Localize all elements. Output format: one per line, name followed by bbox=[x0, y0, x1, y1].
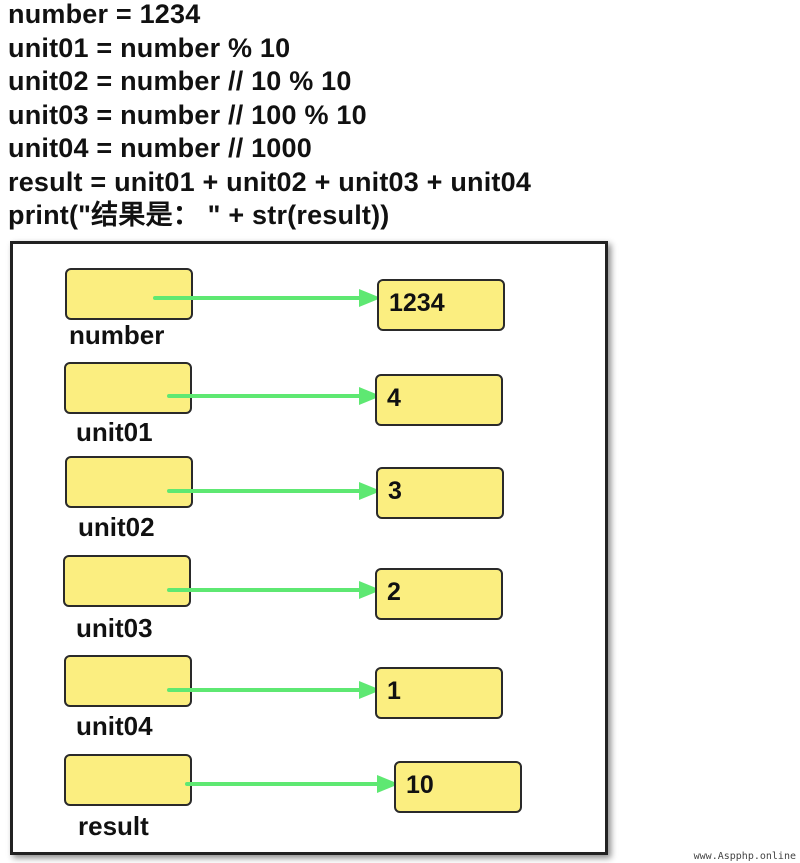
value-box-unit03: 2 bbox=[375, 568, 503, 620]
variable-box-unit02 bbox=[65, 456, 193, 508]
reference-arrow-result bbox=[185, 775, 399, 793]
reference-arrow-unit02 bbox=[167, 482, 381, 500]
value-box-unit01: 4 bbox=[375, 374, 503, 426]
code-line: unit03 = number // 100 % 10 bbox=[8, 99, 367, 130]
variable-label-number: number bbox=[69, 320, 165, 350]
variable-label-result: result bbox=[78, 811, 149, 841]
variable-label-unit04: unit04 bbox=[76, 711, 153, 741]
variable-label-unit01: unit01 bbox=[76, 417, 153, 447]
variable-box-result bbox=[64, 754, 192, 806]
variable-label-unit03: unit03 bbox=[76, 613, 153, 643]
reference-arrow-unit01 bbox=[167, 387, 381, 405]
variable-box-unit01 bbox=[64, 362, 192, 414]
variable-box-unit03 bbox=[63, 555, 191, 607]
variable-box-unit04 bbox=[64, 655, 192, 707]
value-box-result: 10 bbox=[394, 761, 522, 813]
reference-arrow-unit03 bbox=[167, 581, 381, 599]
reference-arrow-number bbox=[153, 289, 381, 307]
value-box-unit02: 3 bbox=[376, 467, 504, 519]
code-line: unit04 = number // 1000 bbox=[8, 133, 312, 163]
code-listing: number = 1234 unit01 = number % 10 unit0… bbox=[8, 0, 531, 235]
value-box-unit04: 1 bbox=[375, 667, 503, 719]
code-line: print("结果是： " + str(result)) bbox=[8, 200, 390, 230]
memory-diagram-frame: number 1234 unit01 4 unit02 3 unit03 2 u… bbox=[10, 241, 608, 855]
value-box-number: 1234 bbox=[377, 279, 505, 331]
watermark: www.Aspphp.online bbox=[693, 851, 796, 862]
variable-box-number bbox=[65, 268, 193, 320]
code-line: unit01 = number % 10 bbox=[8, 32, 291, 63]
code-line: result = unit01 + unit02 + unit03 + unit… bbox=[8, 166, 532, 197]
reference-arrow-unit04 bbox=[167, 681, 381, 699]
code-line: number = 1234 bbox=[8, 0, 201, 29]
code-line: unit02 = number // 10 % 10 bbox=[8, 66, 352, 96]
variable-label-unit02: unit02 bbox=[78, 512, 155, 542]
